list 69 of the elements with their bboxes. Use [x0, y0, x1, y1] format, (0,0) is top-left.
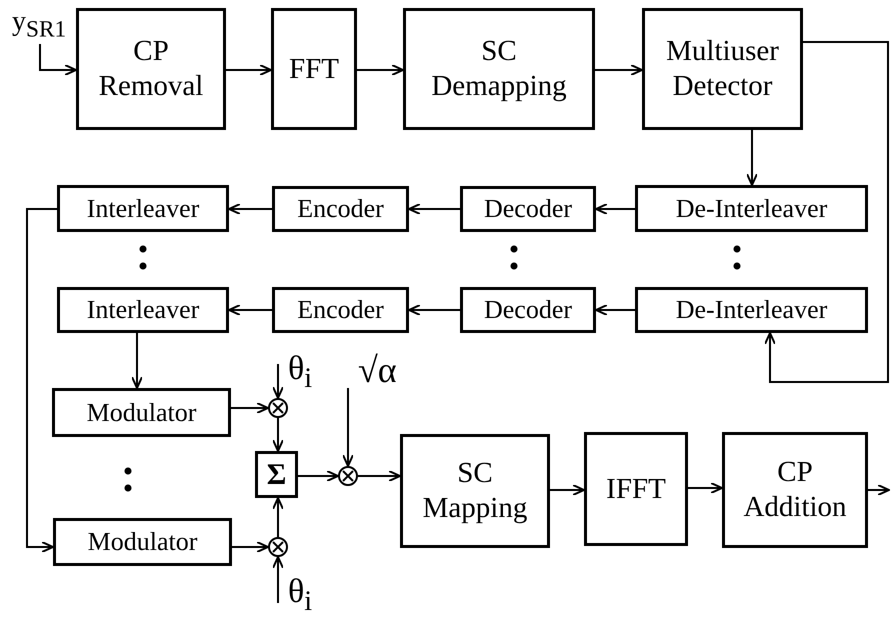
process-box — [53, 518, 232, 566]
process-box — [57, 287, 229, 333]
process-box — [52, 388, 231, 437]
arrow — [231, 402, 269, 414]
block-label: CP Addition — [742, 455, 848, 525]
block-label: SC Mapping — [422, 456, 528, 526]
block-label: Interleaver — [86, 294, 200, 326]
process-box — [460, 186, 596, 232]
process-box — [722, 432, 868, 548]
block-label: SC Demapping — [430, 34, 568, 104]
arrow — [868, 484, 890, 496]
block-label: Multiuser Detector — [665, 34, 780, 104]
arrow — [357, 64, 404, 76]
arrow — [272, 364, 284, 399]
process-box — [584, 432, 688, 546]
block-label: De-Interleaver — [676, 294, 828, 326]
block-label: FFT — [289, 52, 339, 86]
multiplier-circle — [338, 466, 358, 486]
process-box — [76, 8, 226, 130]
process-box — [635, 185, 868, 232]
arrow — [39, 44, 77, 76]
multiplier-circle — [268, 537, 288, 557]
block-label: Interleaver — [86, 192, 200, 224]
multiplier-circle — [268, 398, 288, 418]
block-label: Modulator — [86, 396, 196, 428]
sigma-symbol: Σ — [266, 460, 286, 490]
arrow — [272, 556, 284, 603]
process-box — [460, 287, 596, 333]
arrow — [272, 497, 284, 537]
signal-label-text: y$_{SR1}$ — [12, 8, 66, 42]
arrow — [26, 208, 57, 553]
block-label: Decoder — [484, 294, 572, 326]
summation-box — [255, 451, 298, 498]
process-box — [272, 186, 409, 232]
signal-label-text: θ$_{i}$ — [288, 575, 312, 616]
arrow — [408, 203, 460, 215]
block-label: Modulator — [88, 526, 198, 558]
arrow — [226, 64, 272, 76]
arrow — [272, 418, 284, 452]
signal-label-text: θ$_{i}$ — [288, 352, 312, 394]
arrow — [595, 304, 635, 316]
block-label: Encoder — [297, 193, 384, 225]
block-label: CP Removal — [98, 34, 204, 104]
process-box — [635, 287, 868, 333]
block-label: IFFT — [606, 472, 666, 506]
block-label: Encoder — [297, 294, 384, 326]
process-box — [400, 434, 550, 548]
arrow — [298, 470, 339, 482]
arrow — [595, 203, 635, 215]
block-label: De-Interleaver — [676, 192, 828, 224]
signal-label-text: √α — [358, 352, 397, 388]
arrow — [746, 130, 758, 186]
process-box — [272, 287, 409, 333]
arrow — [764, 41, 889, 383]
arrow — [131, 333, 143, 389]
process-box — [271, 8, 357, 130]
block-label: Decoder — [484, 193, 572, 225]
arrow — [232, 541, 269, 553]
arrow — [358, 470, 401, 482]
arrow — [688, 482, 723, 494]
arrow — [408, 304, 460, 316]
process-box — [642, 8, 803, 130]
arrow — [550, 484, 585, 496]
arrow — [342, 388, 354, 467]
process-box — [57, 185, 229, 232]
arrow — [228, 304, 272, 316]
arrow — [228, 203, 272, 215]
process-box — [403, 8, 595, 130]
arrow — [595, 64, 643, 76]
